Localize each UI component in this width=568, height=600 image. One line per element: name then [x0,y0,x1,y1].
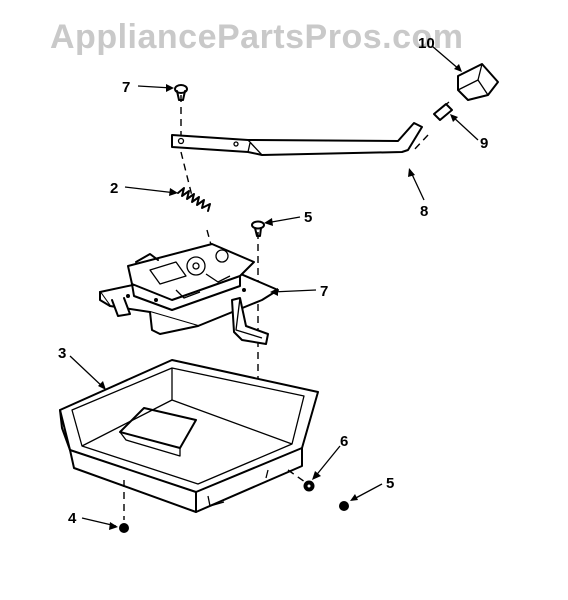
watermark-logo: AppliancePartsPros.com [50,18,464,56]
screw-middle [251,220,265,237]
callout-7-top: 7 [122,79,130,96]
nut [303,480,315,492]
screw-bottom-left [119,523,129,533]
screw-top [174,84,188,101]
callout-7-mechanism: 7 [320,283,328,300]
leader-lines [69,45,479,530]
alignment-line-latch [206,229,214,253]
callout-4: 4 [68,510,77,527]
callout-2: 2 [110,180,118,197]
callout-5-bottom: 5 [386,475,394,492]
handle-knob [457,63,499,101]
latch-mechanism [99,243,279,345]
alignment-line-handle [411,134,429,153]
latch-tray [59,359,319,513]
callout-3: 3 [58,345,66,362]
callout-6: 6 [340,433,348,450]
callout-8: 8 [420,203,428,220]
screw-bottom-right [339,501,349,511]
alignment-line-spring [180,151,193,197]
callout-5-middle: 5 [304,209,312,226]
callout-9: 9 [480,135,488,152]
handle-pin [433,101,453,121]
spring [177,187,211,212]
latch-handle-arm [171,122,423,156]
callout-10: 10 [418,35,435,52]
alignment-line-nut [287,469,306,483]
